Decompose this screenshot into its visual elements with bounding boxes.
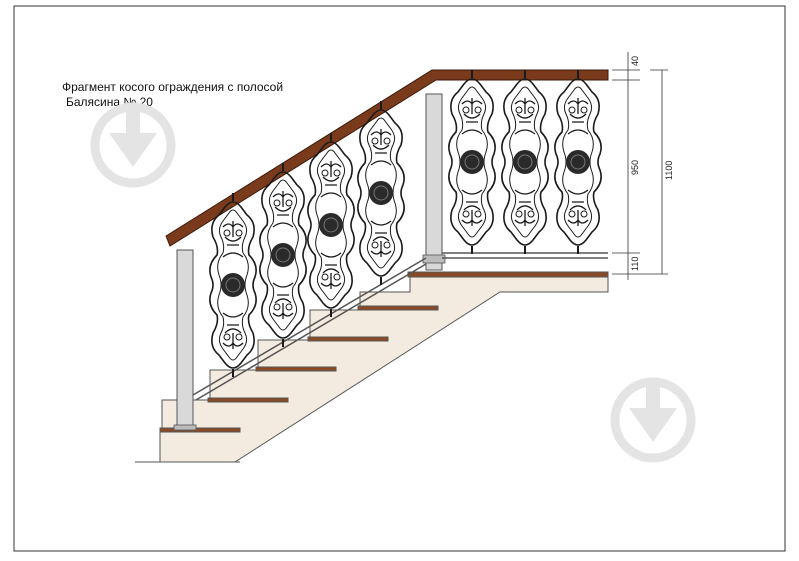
baluster xyxy=(356,100,406,286)
baluster xyxy=(306,132,356,318)
handrail xyxy=(165,69,609,247)
download-arrow-icon xyxy=(95,103,171,183)
dimension-lines xyxy=(612,52,668,280)
dim-total: 1100 xyxy=(664,161,674,180)
stair-stringer xyxy=(135,273,609,463)
stair-steps xyxy=(159,271,609,433)
baluster xyxy=(553,69,603,255)
dim-top-band: 40 xyxy=(630,56,640,66)
balusters-level xyxy=(447,69,603,255)
newel-post-upper xyxy=(425,93,443,271)
page-frame xyxy=(13,5,786,552)
caption-line-1: Фрагмент косого ограждения с полосой xyxy=(62,80,284,94)
bottom-strip-inclined xyxy=(192,257,427,396)
download-arrow-icon xyxy=(615,378,691,458)
baluster xyxy=(500,69,550,255)
baluster xyxy=(258,162,308,348)
dim-middle: 950 xyxy=(630,160,640,175)
baluster xyxy=(208,192,258,378)
dim-bottom-band: 110 xyxy=(630,257,640,271)
newel-post-lower xyxy=(176,249,194,431)
baluster xyxy=(447,69,497,255)
